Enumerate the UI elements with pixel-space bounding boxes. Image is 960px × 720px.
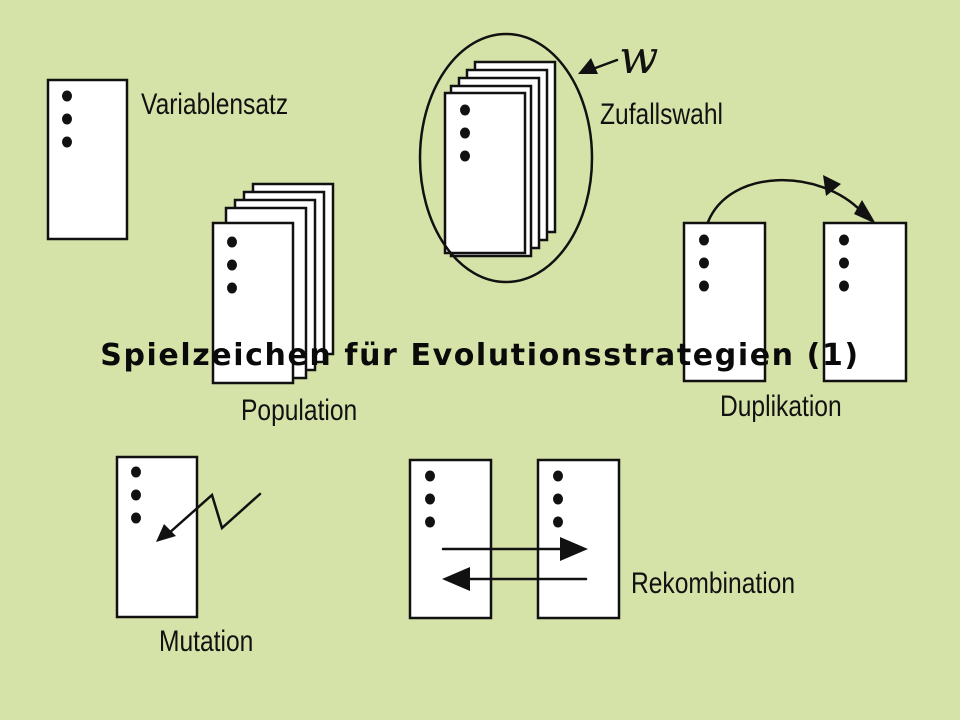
mutation-card <box>115 455 199 619</box>
page-title: Spielzeichen für Evolutionsstrategien (1… <box>100 338 860 373</box>
zufallswahl-ellipse <box>418 32 594 284</box>
rekombination-card-left <box>408 458 493 620</box>
mutation-label: Mutation <box>159 624 253 658</box>
rekombination-arrow-left <box>442 567 588 591</box>
duplikation-arrow <box>706 175 876 224</box>
mutation-lightning-arrow <box>156 492 262 542</box>
population-label: Population <box>241 393 357 427</box>
duplikation-card-left <box>682 221 767 383</box>
duplikation-label: Duplikation <box>720 389 842 423</box>
variablensatz-card <box>46 78 129 241</box>
rekombination-arrow-right <box>441 537 588 561</box>
zufallswahl-arrow <box>578 58 619 74</box>
zufallswahl-card-stack <box>443 60 557 258</box>
zufallswahl-label: Zufallswahl <box>600 97 723 131</box>
variablensatz-label: Variablensatz <box>141 87 288 121</box>
duplikation-card-right <box>822 221 908 383</box>
population-card-stack <box>211 182 335 385</box>
rekombination-label: Rekombination <box>631 566 795 600</box>
zufallswahl-symbol: w <box>619 30 658 84</box>
rekombination-card-right <box>536 458 621 620</box>
